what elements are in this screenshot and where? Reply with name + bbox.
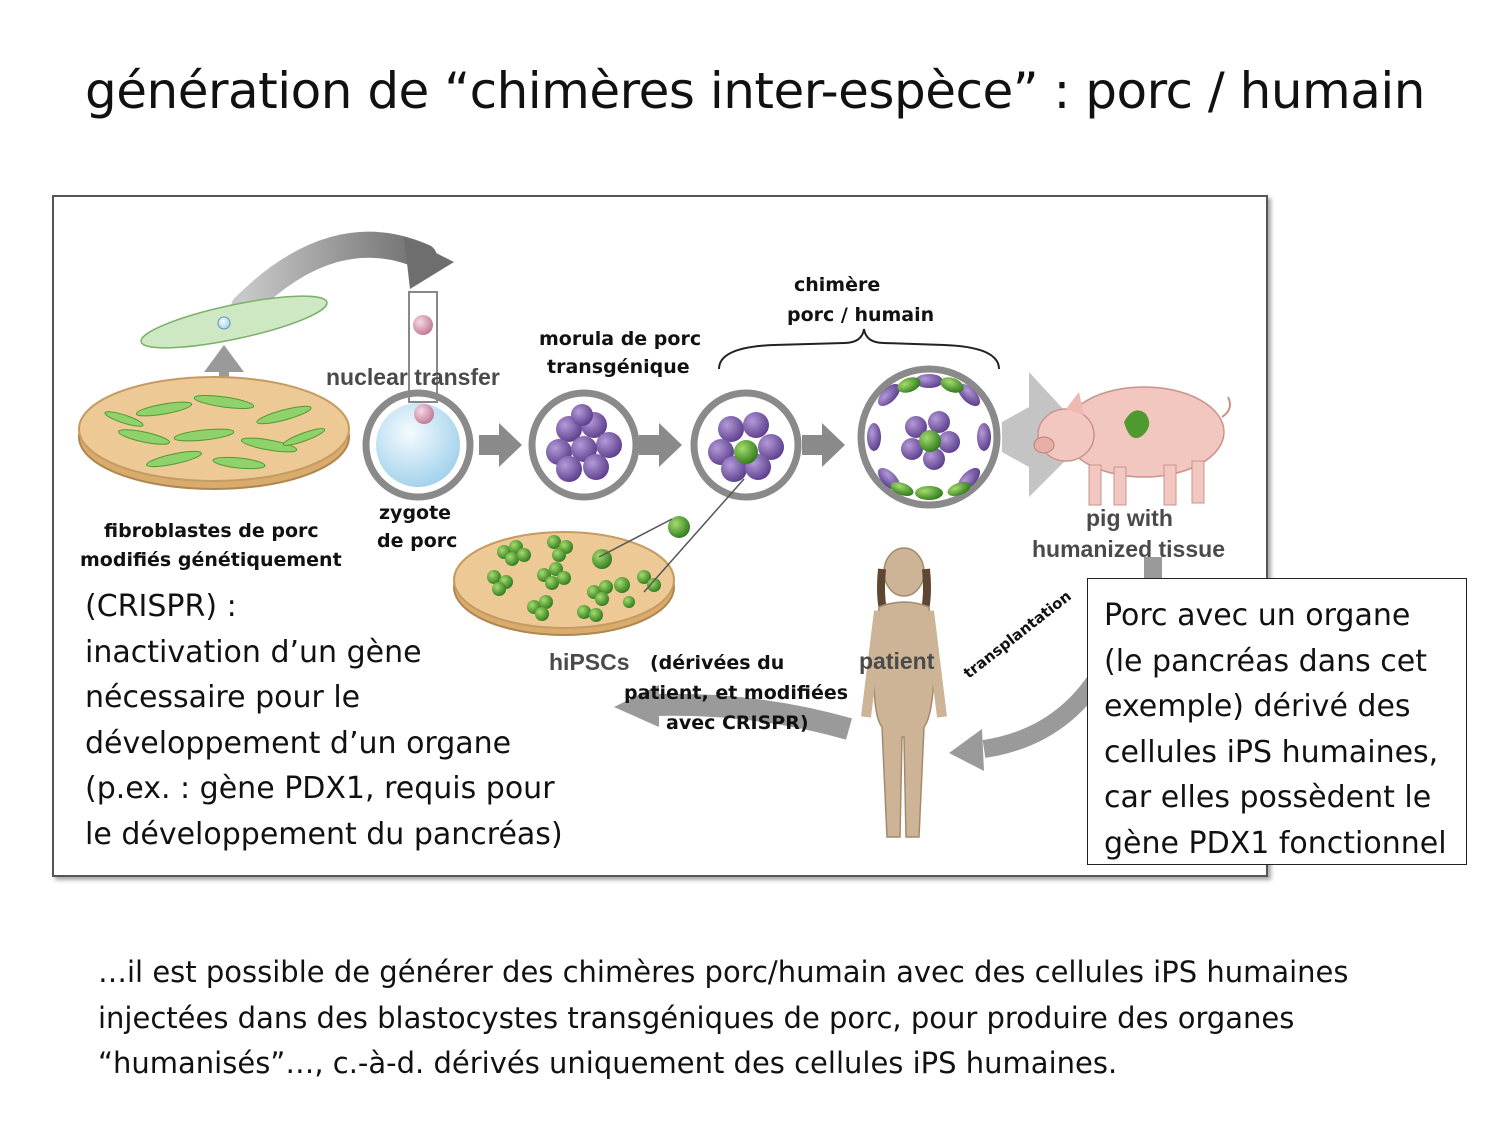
morula [528,389,640,501]
callout-line: car elles possèdent le [1104,780,1432,815]
pipette [408,291,438,403]
label-pig-2: humanized tissue [1032,536,1225,562]
label-chimere-2: porc / humain [787,304,935,326]
fibroblast-cell [140,295,328,349]
injected-morula [690,389,802,501]
callout-line: (le pancréas dans cet [1104,643,1427,679]
zygote [362,389,474,501]
label-fibro-2: modifiés génétiquement [80,549,342,571]
label-zygote-1: zygote [379,502,452,524]
label-pig-1: pig with [1086,505,1173,531]
pig-organ-callout: Porc avec un organe (le pancréas dans ce… [1087,578,1467,865]
humanized-organ [1124,410,1150,439]
callout-line: cellules iPS humaines, [1104,734,1439,770]
top-arc-arrowhead [404,237,454,289]
label-chimere-1: chimère [794,274,881,296]
chimera-figure: chimère porc / humain morula de porc tra… [52,195,1268,877]
label-zygote-2: de porc [377,530,458,552]
slide-title: génération de “chimères inter-espèce” : … [85,62,1425,120]
up-arrow [204,345,244,407]
crispr-line: le développement du pancréas) [85,816,563,852]
hipsc-dish [453,478,745,636]
label-hipscs-note-3: avec CRISPR) [666,712,809,734]
crispr-line: inactivation d’un gène [85,634,422,670]
chimera-blastocyst [857,365,1001,509]
conclusion-line: …il est possible de générer des chimères… [98,955,1349,989]
callout-line: exemple) dérivé des [1104,689,1411,724]
callout-line: gène PDX1 fonctionnel [1104,825,1447,861]
return-arrow [653,693,853,740]
callout-line: Porc avec un organe [1104,598,1411,633]
crispr-line: (CRISPR) : [85,589,237,624]
label-morula-2: transgénique [547,356,690,378]
step-arrows [479,423,845,467]
pig-illustration [1033,386,1231,506]
label-hipscs: hiPSCs [549,649,630,675]
fibroblast-dish [78,376,350,490]
top-arc-arrow [231,231,437,320]
chimera-brace [718,328,1000,370]
conclusion-line: injectées dans des blastocystes transgén… [98,1000,1295,1035]
figure-illustration [78,231,1231,838]
patient-figure [861,547,947,838]
crispr-line: développement d’un organe [85,725,512,761]
conclusion-text: …il est possible de générer des chimères… [98,950,1348,1087]
label-fibro-1: fibroblastes de porc [104,520,319,542]
transplantation-arrow [982,662,1112,758]
label-patient: patient [859,648,935,674]
crispr-explanation: (CRISPR) : inactivation d’un gène nécess… [85,584,563,857]
label-nuclear-transfer: nuclear transfer [326,364,500,390]
label-hipscs-note-1: (dérivées du [650,652,785,674]
crispr-line: (p.ex. : gène PDX1, requis pour [85,771,555,806]
conclusion-line: “humanisés”…, c.-à-d. dérivés uniquement… [98,1046,1118,1080]
crispr-line: nécessaire pour le [85,680,361,715]
label-hipscs-note-2: patient, et modifiées [624,682,849,704]
label-morula-1: morula de porc [539,328,702,350]
